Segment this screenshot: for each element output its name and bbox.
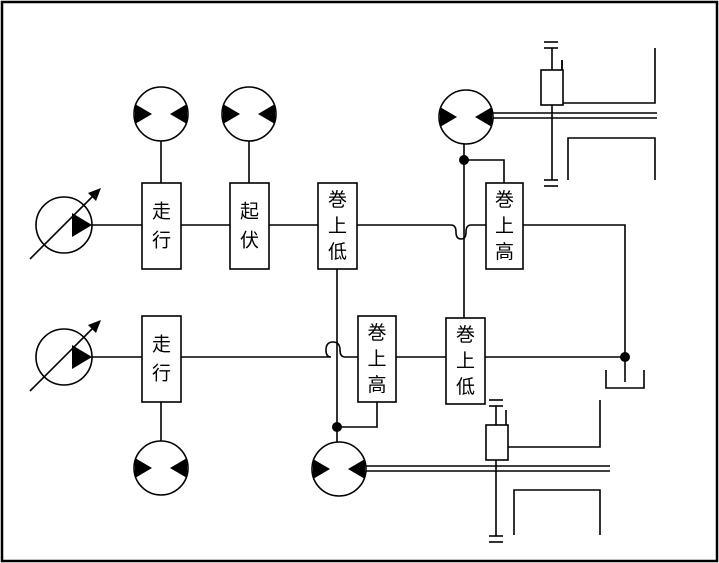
valve-label-char: 巻 bbox=[367, 322, 386, 344]
pump-lower bbox=[29, 320, 101, 392]
motor-hoist-lower bbox=[311, 441, 367, 497]
line-hoist-upper-branch bbox=[464, 159, 505, 183]
valve-travel-lower: 走行 bbox=[141, 315, 182, 403]
motors bbox=[133, 86, 494, 497]
junction-dot-lower-hoist bbox=[332, 422, 342, 432]
valve-label-char: 走 bbox=[152, 201, 171, 223]
drum-upper-bottom bbox=[567, 137, 656, 180]
drum-upper-top bbox=[561, 48, 656, 104]
valve-label-char: 高 bbox=[367, 374, 386, 396]
valve-label-char: 上 bbox=[328, 215, 347, 237]
lower-main-line bbox=[92, 341, 625, 358]
valve-label-char: 行 bbox=[152, 230, 171, 252]
brake-cylinder-lower bbox=[485, 399, 509, 543]
junction-dot-upper-hoist bbox=[459, 155, 469, 165]
drum-lower-bottom bbox=[513, 489, 601, 535]
valve-label-char: 上 bbox=[367, 348, 386, 370]
motor-hoist-upper bbox=[438, 89, 494, 145]
motor-travel-lower bbox=[133, 440, 189, 496]
valve-label-char: 低 bbox=[456, 376, 475, 398]
valve-label-char: 低 bbox=[328, 241, 347, 263]
valve-label-char: 行 bbox=[152, 363, 171, 385]
valve-label-char: 伏 bbox=[240, 230, 259, 252]
valve-label-char: 上 bbox=[495, 215, 514, 237]
pump-upper bbox=[29, 188, 101, 260]
motor-luffing bbox=[221, 86, 277, 142]
drum-lower-top bbox=[505, 400, 601, 448]
valve-label-char: 巻 bbox=[456, 324, 475, 346]
valve-label-char: 走 bbox=[152, 334, 171, 356]
valve-label-char: 巻 bbox=[495, 189, 514, 211]
line-hoist-lower-branch bbox=[337, 401, 378, 428]
valve-label-char: 高 bbox=[495, 241, 514, 263]
valve-hoist-low-upper: 巻上低 bbox=[317, 182, 358, 270]
upper-main-line bbox=[92, 224, 626, 357]
valve-label-char: 上 bbox=[456, 350, 475, 372]
tank-symbol bbox=[605, 370, 645, 389]
valve-luffing: 起伏 bbox=[229, 182, 270, 270]
valve-label-char: 巻 bbox=[328, 189, 347, 211]
valve-hoist-high-lower: 巻上高 bbox=[357, 315, 397, 403]
junction-dot-tank bbox=[620, 352, 630, 362]
valve-label-char: 起 bbox=[240, 201, 259, 223]
valve-hoist-high-upper: 巻上高 bbox=[485, 182, 524, 270]
brake-cylinder-upper bbox=[540, 41, 564, 187]
valve-travel-upper: 走行 bbox=[141, 182, 182, 270]
valve-hoist-low-lower: 巻上低 bbox=[445, 317, 486, 405]
motor-travel-upper bbox=[133, 86, 189, 142]
